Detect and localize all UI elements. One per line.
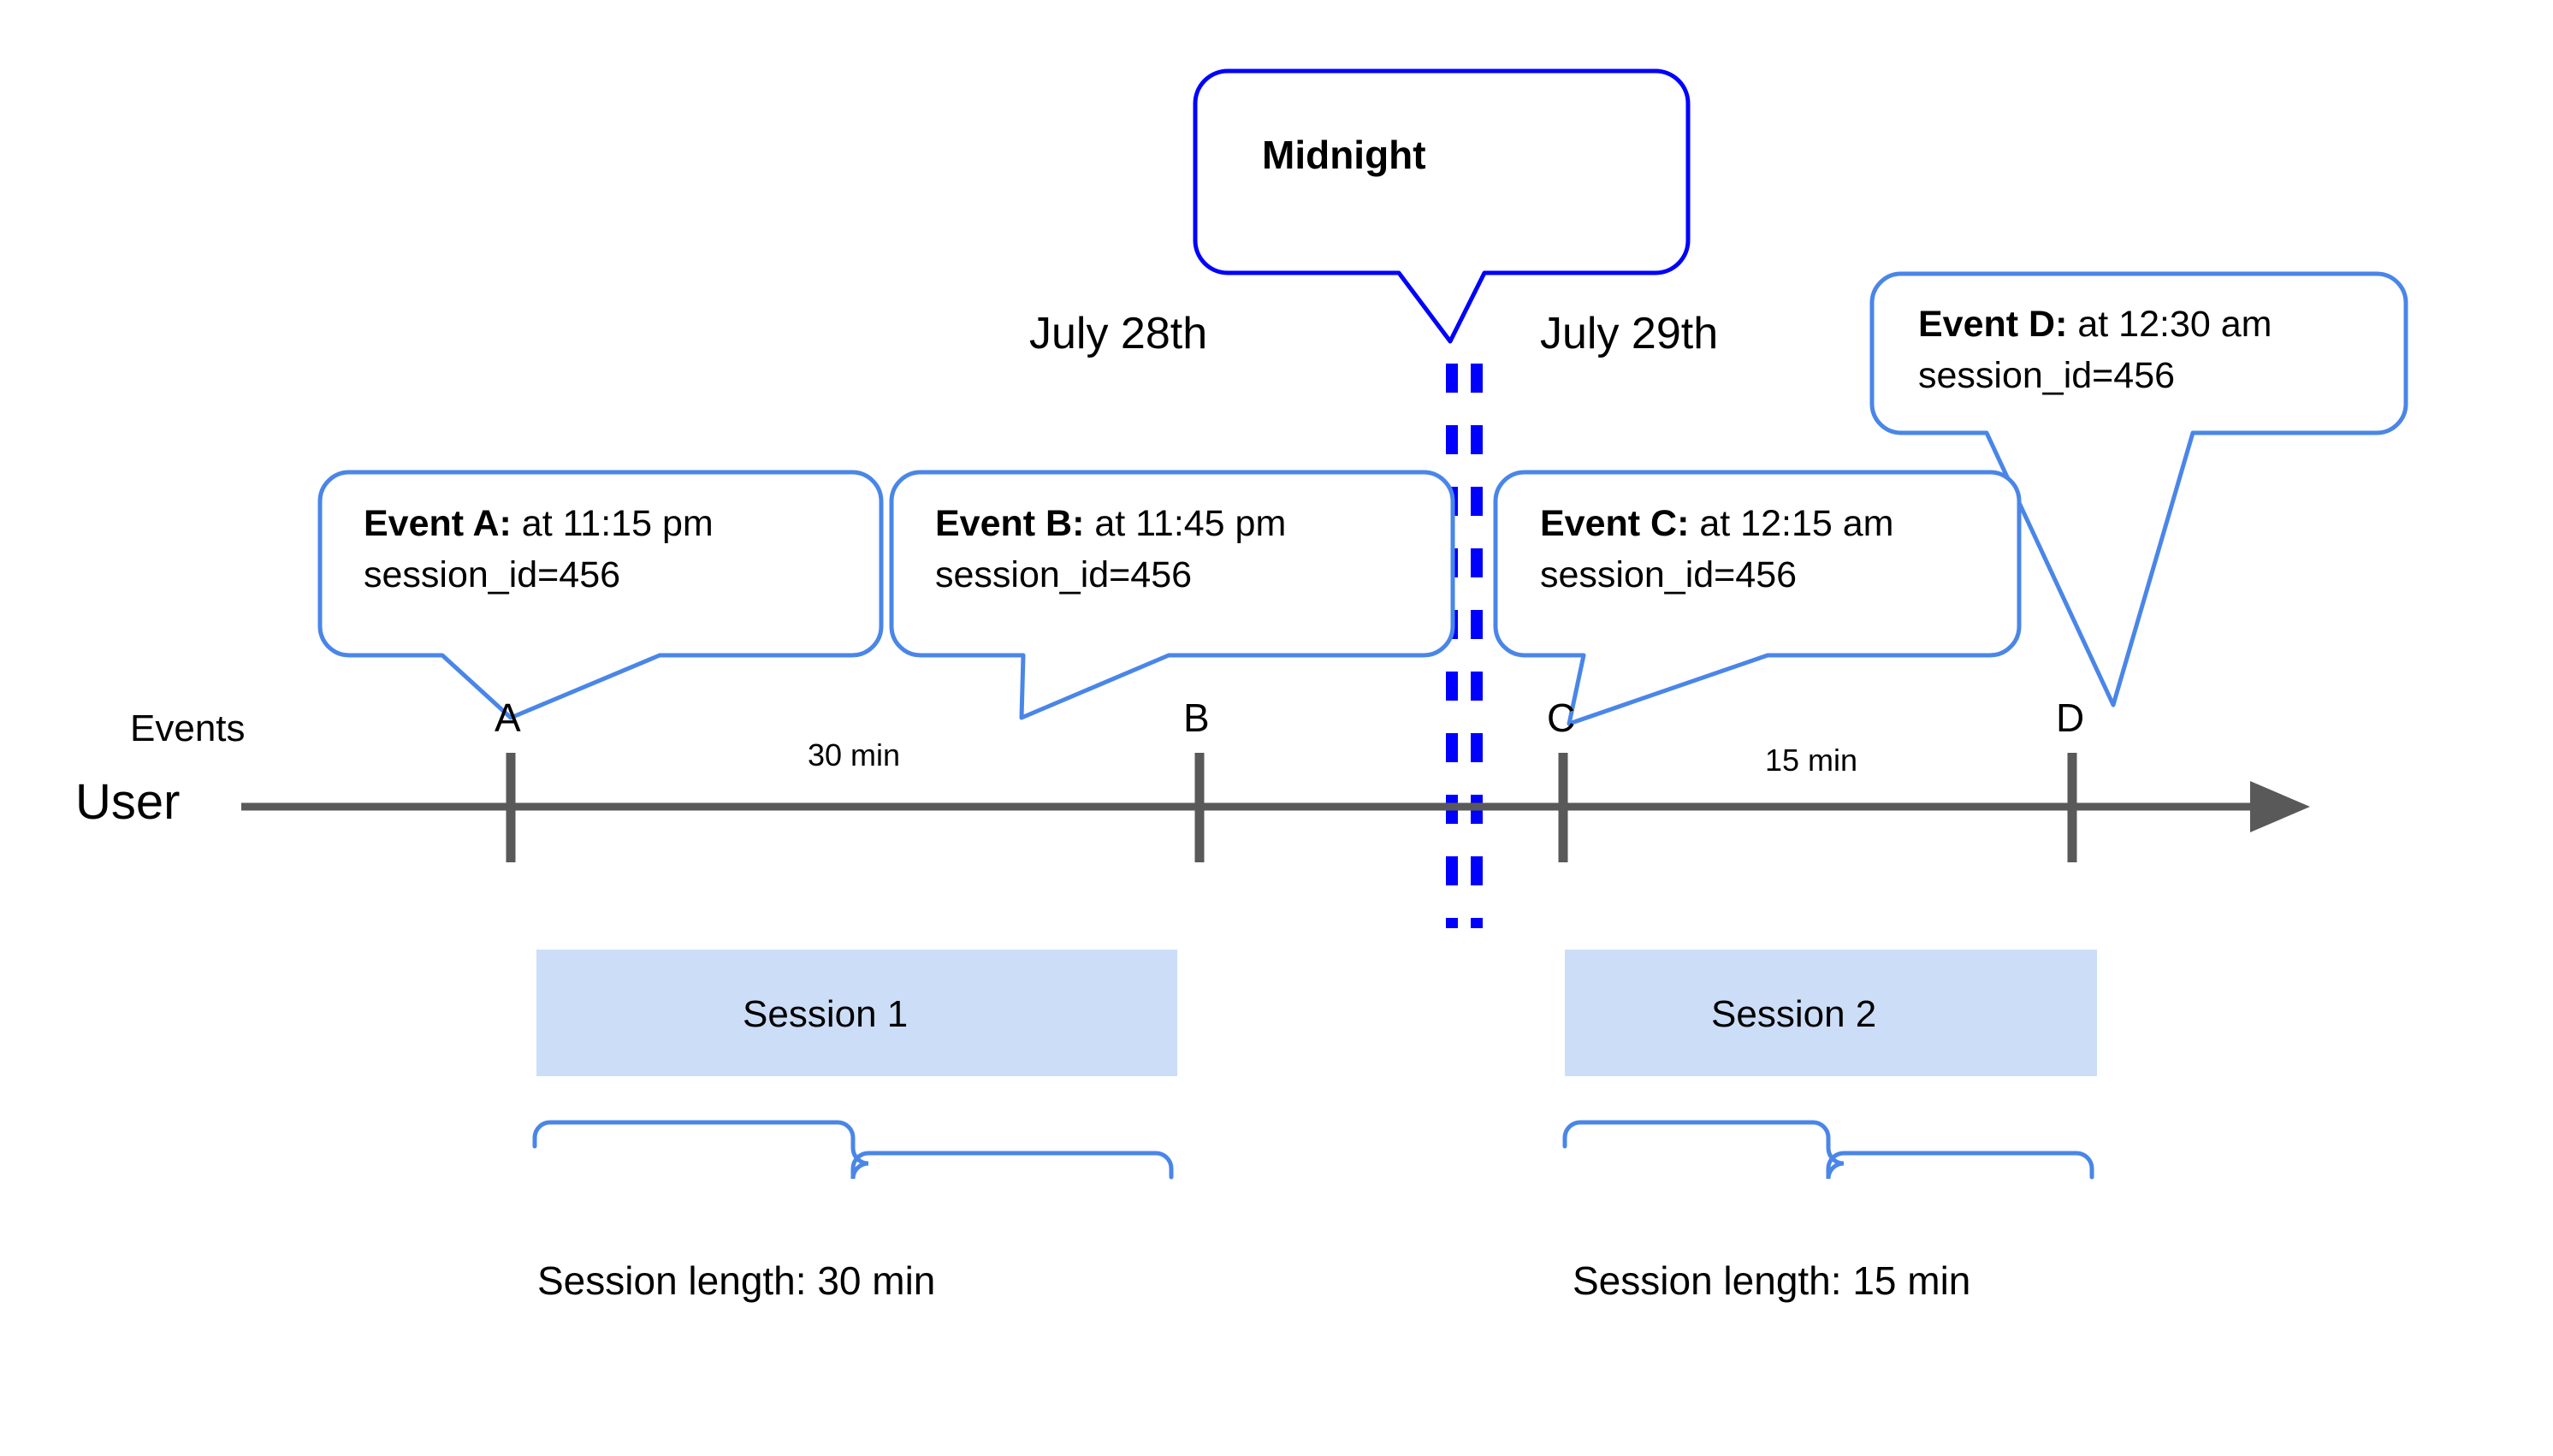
event-b-bubble xyxy=(889,470,1455,720)
event-c-session-id: session_id=456 xyxy=(1540,554,1798,595)
date-label-july-28: July 28th xyxy=(1029,309,1208,358)
tick-label-a: A xyxy=(495,695,521,740)
session-1-brace xyxy=(532,1120,1174,1180)
event-d-callout[interactable] xyxy=(1869,271,2408,707)
event-d-bubble xyxy=(1869,271,2408,707)
event-c-time: at 12:15 am xyxy=(1689,503,1894,544)
session-1-label: Session 1 xyxy=(743,993,909,1035)
session-1-box[interactable] xyxy=(536,950,1177,1076)
event-d-title: Event D: xyxy=(1918,304,2068,345)
event-a-callout[interactable] xyxy=(317,470,884,720)
event-b-callout[interactable] xyxy=(889,470,1455,720)
session-2-label: Session 2 xyxy=(1711,993,1877,1035)
duration-label-a-b: 30 min xyxy=(808,737,901,772)
date-label-july-29: July 29th xyxy=(1540,309,1719,358)
session-2-box[interactable] xyxy=(1565,950,2097,1076)
event-a-bubble xyxy=(317,470,884,720)
event-b-callout-line1: Event B: at 11:45 pm xyxy=(935,500,1286,547)
event-a-session-id: session_id=456 xyxy=(364,554,621,595)
event-c-bubble xyxy=(1493,470,2022,726)
event-b-time: at 11:45 pm xyxy=(1084,503,1287,544)
event-c-callout-line1: Event C: at 12:15 am xyxy=(1540,500,1893,547)
midnight-dashed-lines xyxy=(1446,364,1483,928)
event-b-title: Event B: xyxy=(935,503,1085,544)
event-b-session-id: session_id=456 xyxy=(935,554,1193,595)
tick-label-d: D xyxy=(2056,695,2085,740)
event-c-callout[interactable] xyxy=(1493,470,2022,726)
event-a-callout-line1: Event A: at 11:15 pm xyxy=(364,500,714,547)
midnight-label: Midnight xyxy=(1262,133,1426,177)
event-c-title: Event C: xyxy=(1540,503,1690,544)
event-d-callout-line1: Event D: at 12:30 am xyxy=(1918,301,2272,348)
event-a-title: Event A: xyxy=(364,503,512,544)
midnight-callout-bubble xyxy=(1193,68,1691,344)
timeline-axis xyxy=(241,753,2310,862)
events-axis-label: Events xyxy=(130,707,246,749)
event-d-time: at 12:30 am xyxy=(2067,304,2272,345)
duration-label-c-d: 15 min xyxy=(1765,743,1858,778)
event-d-session-id: session_id=456 xyxy=(1918,355,2176,396)
session-1-length-label: Session length: 30 min xyxy=(537,1258,936,1303)
tick-label-c: C xyxy=(1547,695,1576,740)
tick-label-b: B xyxy=(1183,695,1210,740)
user-axis-label: User xyxy=(75,774,181,830)
midnight-callout[interactable] xyxy=(1193,68,1691,344)
session-2-length-label: Session length: 15 min xyxy=(1573,1258,1971,1303)
session-2-brace xyxy=(1562,1120,2094,1180)
timeline-arrow-icon xyxy=(2250,781,2310,832)
event-a-time: at 11:15 pm xyxy=(511,503,714,544)
